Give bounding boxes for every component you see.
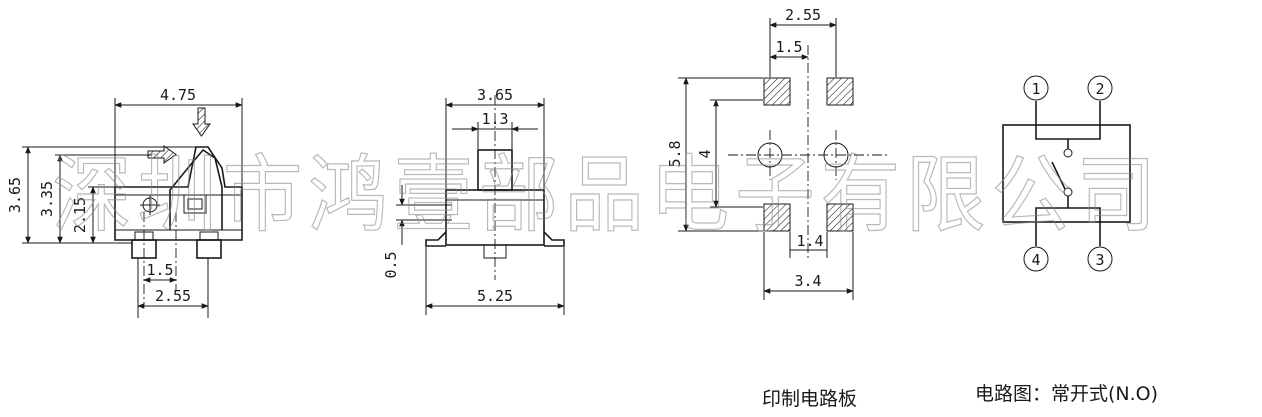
dim-span: 2.55	[155, 287, 191, 305]
circuit-caption: 电路图：常开式(N.O)	[975, 383, 1158, 405]
press-arrow-right	[147, 145, 177, 164]
pin-3	[1087, 246, 1113, 272]
pad-4	[763, 203, 791, 232]
dim-bottom-span: 3.4	[794, 272, 821, 290]
pad-2	[826, 77, 854, 106]
side-view: 4.75 3.65 3.35 2.15 1.5 2.55	[6, 86, 243, 318]
contact-top	[1063, 148, 1073, 158]
actuator-lever	[169, 148, 223, 230]
dim-top-pitch: 1.5	[775, 38, 802, 56]
press-arrow-down	[192, 107, 211, 137]
pin-label-4: 4	[1031, 251, 1040, 269]
dim-h3: 2.15	[71, 197, 89, 233]
dim-offset: 0.5	[382, 251, 400, 278]
pin-label-2: 2	[1095, 80, 1104, 98]
front-view: 3.65 1.3 0.5 5.25	[382, 86, 565, 315]
dim-top-span: 2.55	[785, 6, 821, 24]
pad-3	[826, 203, 854, 232]
company-watermark: 深圳市鸿壹部品电子有限公司	[52, 146, 1162, 244]
pin-2	[1087, 75, 1113, 101]
pcb-caption: 印制电路板	[762, 388, 857, 410]
dim-actuator: 1.3	[481, 110, 508, 128]
dim-h1: 3.65	[6, 177, 24, 213]
dim-gap: 1.4	[796, 232, 823, 250]
dim-h2: 3.35	[38, 181, 56, 217]
pin-label-3: 3	[1095, 251, 1104, 269]
pcb-layout: 2.55 1.5 5.8 4 1.4 3.4 印制电路板	[666, 6, 888, 410]
dim-height: 5.8	[666, 140, 684, 167]
switch-blade	[1051, 161, 1066, 190]
dim-inner: 4	[696, 149, 714, 158]
switch-body-outline	[114, 146, 243, 241]
dim-front-width: 3.65	[477, 86, 513, 104]
switch-housing	[1002, 124, 1131, 223]
pin-1	[1023, 75, 1049, 101]
dim-base: 5.25	[477, 287, 513, 305]
circuit-diagram: 1 2 4 3 电路图：常开式(N.O)	[975, 75, 1158, 405]
pin-label-1: 1	[1031, 80, 1040, 98]
dim-pitch: 1.5	[146, 261, 173, 279]
pad-1	[763, 77, 791, 106]
pin-4	[1023, 246, 1049, 272]
dim-width: 4.75	[160, 86, 196, 104]
